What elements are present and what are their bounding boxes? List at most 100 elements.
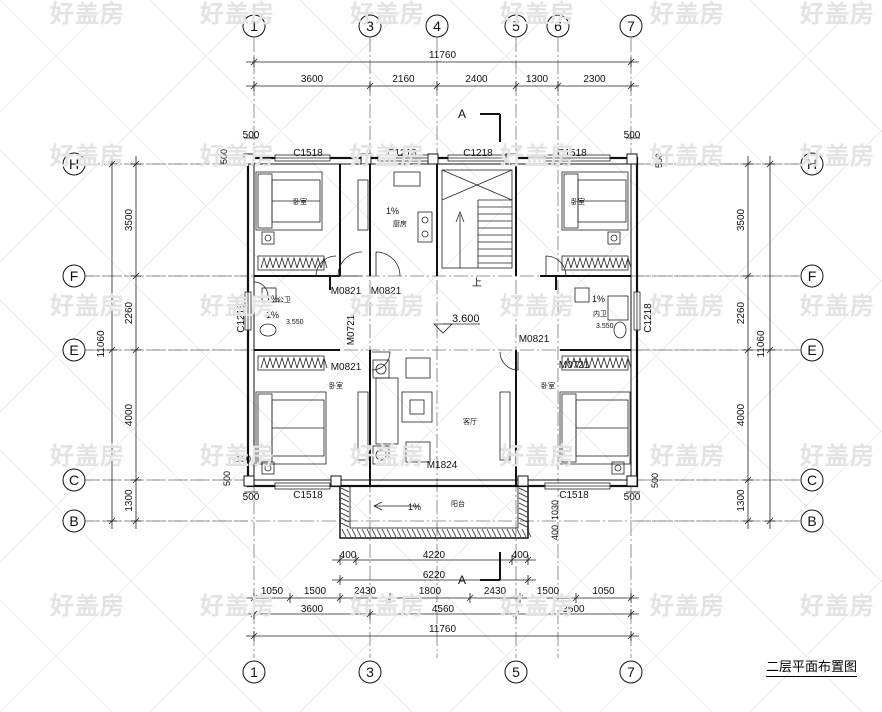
watermark-text: 好盖房 (200, 0, 275, 28)
door-label: M0821 (371, 286, 402, 297)
wardrobe-hanger (600, 256, 608, 269)
watermark-text: 好盖房 (500, 292, 575, 320)
desk (357, 391, 369, 461)
watermark-lattice (149, 0, 863, 712)
wardrobe-hanger (612, 256, 620, 269)
wardrobe-hanger (266, 356, 274, 369)
dim-left-tick (132, 272, 140, 280)
wardrobe-hanger (272, 256, 280, 269)
nightstand (261, 231, 275, 245)
column (626, 475, 638, 487)
watermark-text: 好盖房 (200, 442, 275, 470)
room-label: 客厅 (463, 417, 477, 426)
dim-bottom-4-tick (512, 610, 520, 618)
wardrobe-hanger (588, 356, 596, 369)
dim-label: 2430 (354, 586, 377, 597)
wardrobe-hanger (564, 356, 572, 369)
axis-label: B (807, 513, 816, 529)
dim-bottom-3-tick (286, 594, 294, 602)
coffee-table (401, 391, 433, 423)
dim-left-total-tick (108, 517, 116, 525)
lamp (375, 449, 387, 461)
door-label: M0721 (559, 360, 590, 371)
balcony-hatch (401, 528, 407, 538)
room-label: 卧室 (571, 197, 585, 206)
axis-label: 4 (433, 18, 441, 34)
dim-label: 11760 (429, 624, 457, 635)
dim-bottom-3-tick (572, 594, 580, 602)
axis-bubble-H (62, 152, 86, 176)
axis-bubble-7 (619, 660, 643, 684)
door-swing (371, 351, 391, 371)
dim-label: 1500 (304, 586, 327, 597)
dim-right-total-tick (766, 346, 774, 354)
room-label: 卧室 (329, 381, 343, 390)
bed-headboard (257, 173, 273, 229)
dim-left-total-tick (108, 346, 116, 354)
watermark-text: 好盖房 (350, 442, 425, 470)
axis-label: 7 (627, 664, 635, 680)
wardrobe-hanger (594, 256, 602, 269)
watermark-text: 好盖房 (350, 0, 425, 28)
balcony-hatch (518, 497, 528, 503)
axis-label: 7 (627, 18, 635, 34)
dim-bottom-3-tick (627, 594, 635, 602)
nightstand (261, 461, 275, 475)
axis-label: 6 (554, 18, 562, 34)
axis-label: C (807, 472, 817, 488)
axis-bubble-C (800, 468, 824, 492)
balcony-hatch (396, 528, 402, 538)
watermark-text: 好盖房 (350, 592, 425, 620)
slope-label: 1% (266, 294, 279, 304)
dim-label-small: 150 (236, 454, 251, 464)
dim-label-small: 500 (243, 492, 260, 503)
dim-top-total-tick (250, 58, 258, 66)
watermark-text: 好盖房 (50, 142, 125, 170)
balcony-hatch (340, 502, 350, 508)
dim-label: 2300 (583, 74, 606, 85)
axis-bubble-3 (358, 660, 382, 684)
balcony-hatch (340, 522, 350, 528)
axis-label: F (808, 268, 817, 284)
dim-label-small: 400 (550, 525, 560, 540)
wardrobe-hanger (600, 356, 608, 369)
wardrobe-hanger (308, 356, 316, 369)
balcony-hatch (476, 528, 482, 538)
balcony-hatch (436, 528, 442, 538)
dim-label: 11060 (96, 330, 107, 358)
dim-left-tick (132, 517, 140, 525)
axis-bubble-E (800, 338, 824, 362)
wardrobe-hanger (290, 256, 298, 269)
door-label: M1824 (427, 460, 458, 471)
door-swing (545, 255, 567, 277)
axis-bubble-5 (504, 660, 528, 684)
balcony-hatch (516, 528, 522, 538)
wardrobe-hanger (594, 356, 602, 369)
wardrobe-hanger (278, 356, 286, 369)
dim-right-tick (744, 346, 752, 354)
axis-label: 1 (250, 18, 258, 34)
balcony-hatch (518, 487, 528, 493)
watermark-text: 好盖房 (650, 292, 725, 320)
watermark-lattice (599, 429, 882, 712)
wardrobe (257, 255, 325, 271)
dim-top-total-tick (627, 58, 635, 66)
dim-label: 2430 (484, 586, 507, 597)
balcony-hatch (361, 528, 367, 538)
dim-label: 11060 (756, 330, 767, 358)
axis-bubble-3 (358, 14, 382, 38)
watermark-lattice (749, 579, 882, 712)
wardrobe-hanger (308, 256, 316, 269)
wardrobe-hanger (302, 256, 310, 269)
balcony-hatch (518, 522, 528, 528)
counter (357, 179, 369, 231)
burner (421, 216, 429, 224)
bed (255, 391, 327, 465)
axis-bubble-B (800, 509, 824, 533)
wardrobe (561, 255, 629, 271)
wardrobe-hanger (588, 256, 596, 269)
balcony-hatch (366, 528, 372, 538)
dim-label: 2400 (465, 74, 488, 85)
balcony-hatch (371, 528, 377, 538)
toilet (613, 321, 627, 339)
